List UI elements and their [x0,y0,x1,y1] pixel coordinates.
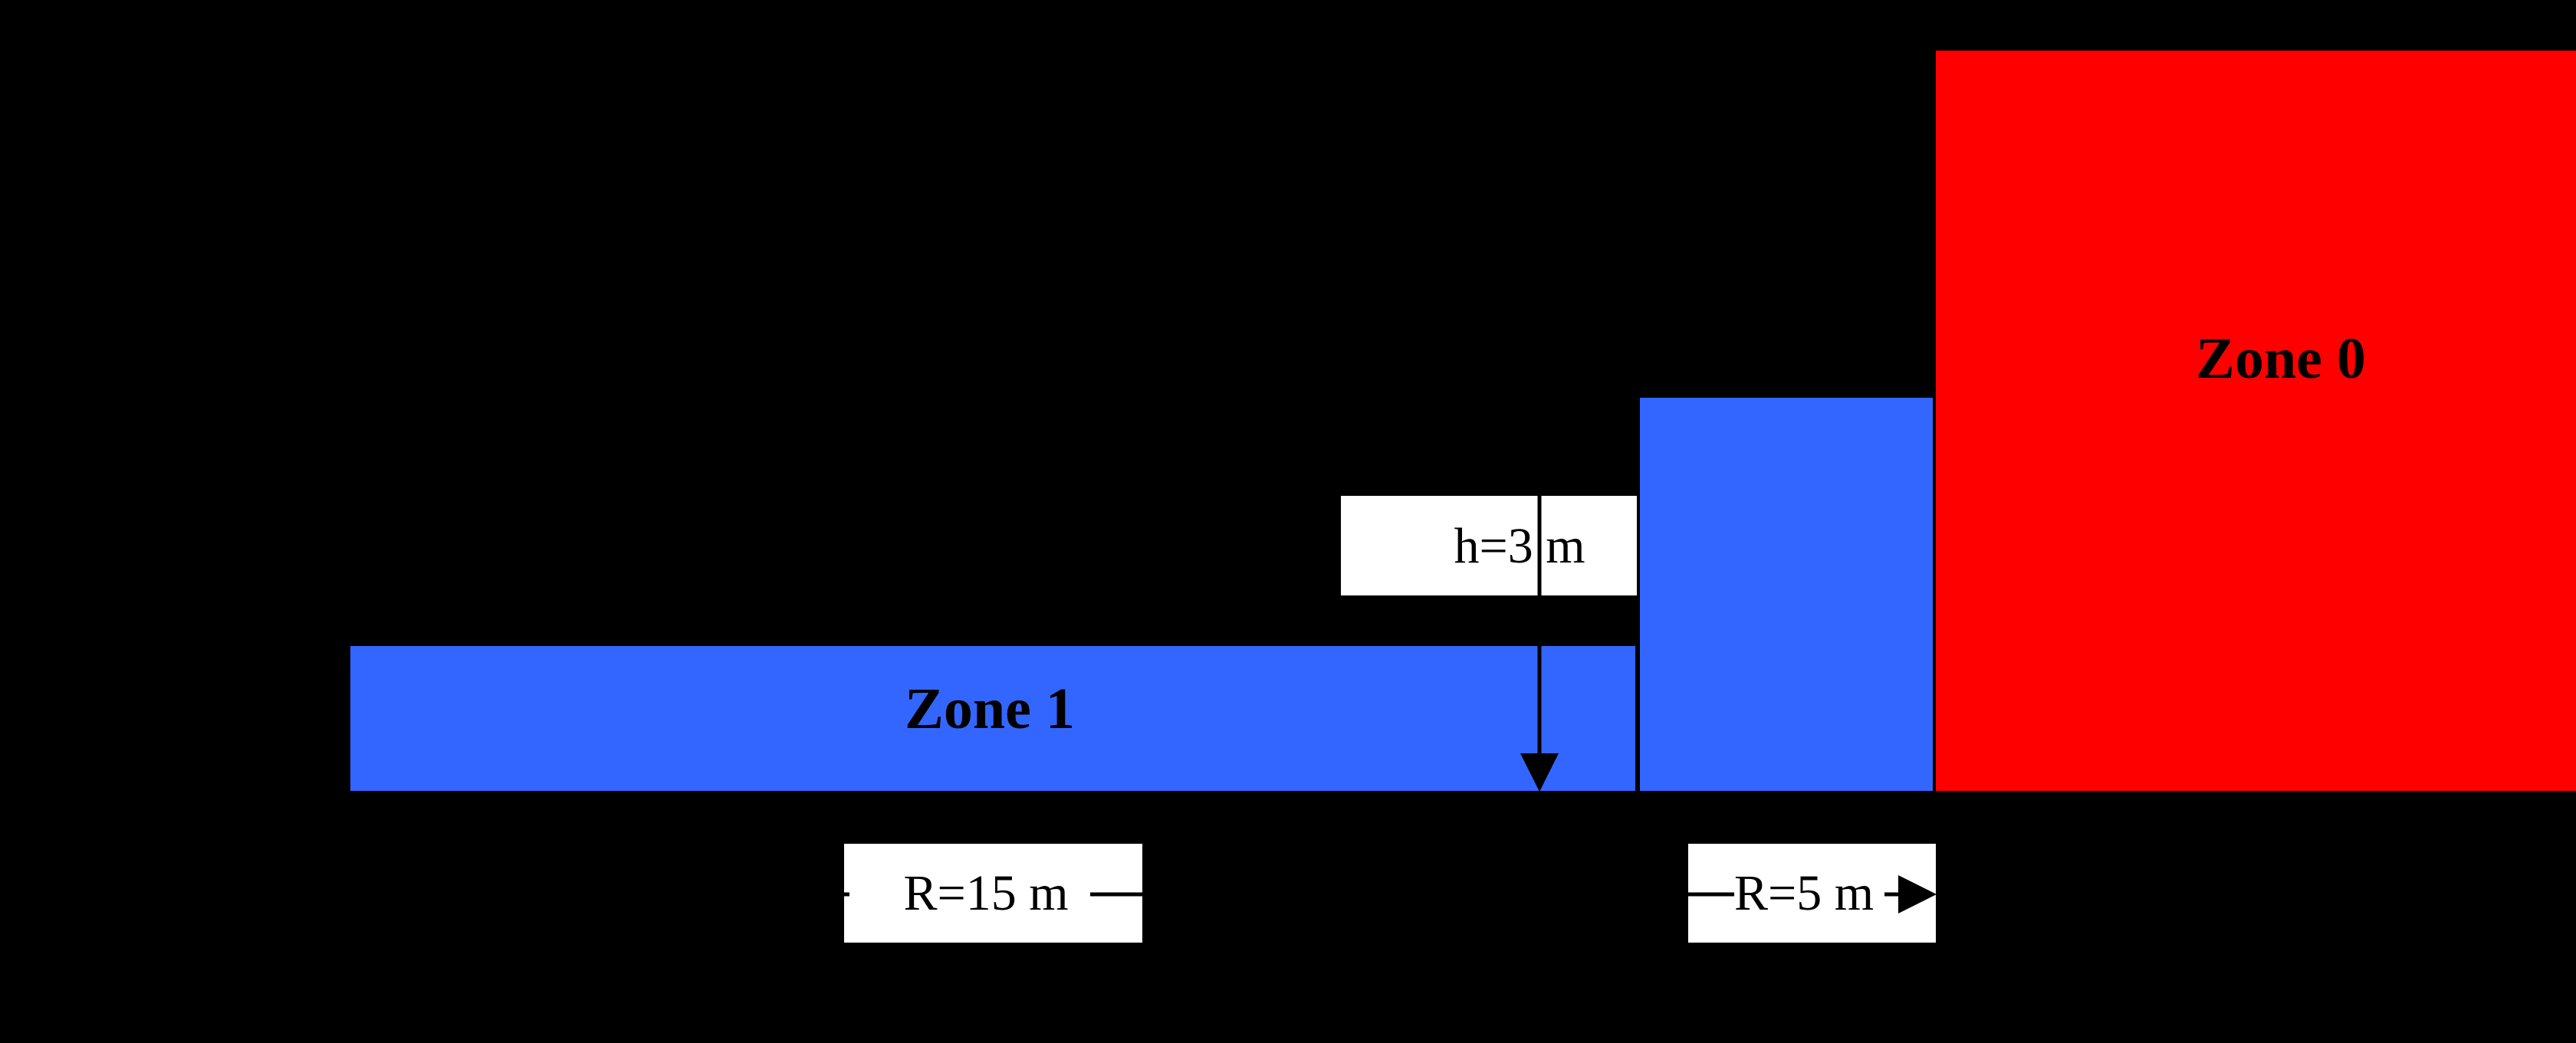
zone-1-ground-region [350,646,1635,791]
height-dimension-label: h=3 m [1454,518,1585,574]
radius-15m-dimension-label: R=15 m [903,865,1069,921]
zone-0-region [1936,51,2576,791]
radius-5m-dimension-label: R=5 m [1733,865,1875,921]
zone-0-label: Zone 0 [2196,326,2366,391]
zone-1-label: Zone 1 [905,677,1075,741]
height-dimension-box [1341,496,1637,595]
zone-1-raised-region [1640,398,1933,791]
